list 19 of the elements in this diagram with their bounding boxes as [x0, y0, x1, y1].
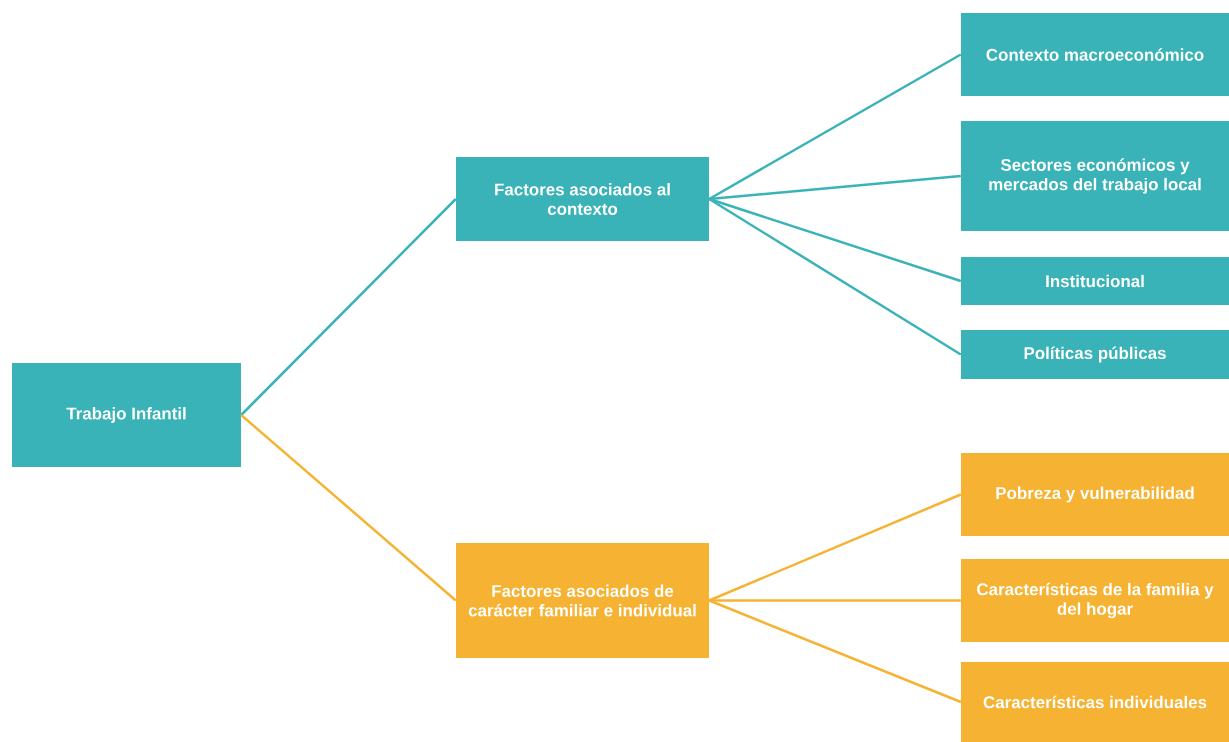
factor-box: Pobreza y vulnerabilidad: [961, 453, 1229, 536]
factor-box: Características individuales: [961, 662, 1229, 742]
connector-line: [240, 198, 457, 416]
connector-line: [709, 174, 961, 201]
connector-line: [708, 493, 962, 602]
factor-box: Características de la familia y del hogar: [961, 559, 1229, 642]
connector-line: [708, 53, 962, 201]
factor-box: Trabajo Infantil: [12, 363, 241, 467]
connector-line: [240, 414, 457, 602]
connector-line: [708, 197, 962, 356]
connector-line: [708, 599, 962, 704]
factor-box: Sectores económicos y mercados del trabajo local: [961, 121, 1229, 231]
factor-box: Políticas públicas: [961, 330, 1229, 379]
factor-box: Factores asociados al contexto: [456, 157, 709, 241]
factor-box: Contexto macroeconómico: [961, 13, 1229, 96]
connector-line: [709, 599, 961, 602]
connector-line: [708, 197, 962, 283]
factor-box: Institucional: [961, 257, 1229, 305]
factor-box: Factores asociados de carácter familiar e individual: [456, 543, 709, 658]
